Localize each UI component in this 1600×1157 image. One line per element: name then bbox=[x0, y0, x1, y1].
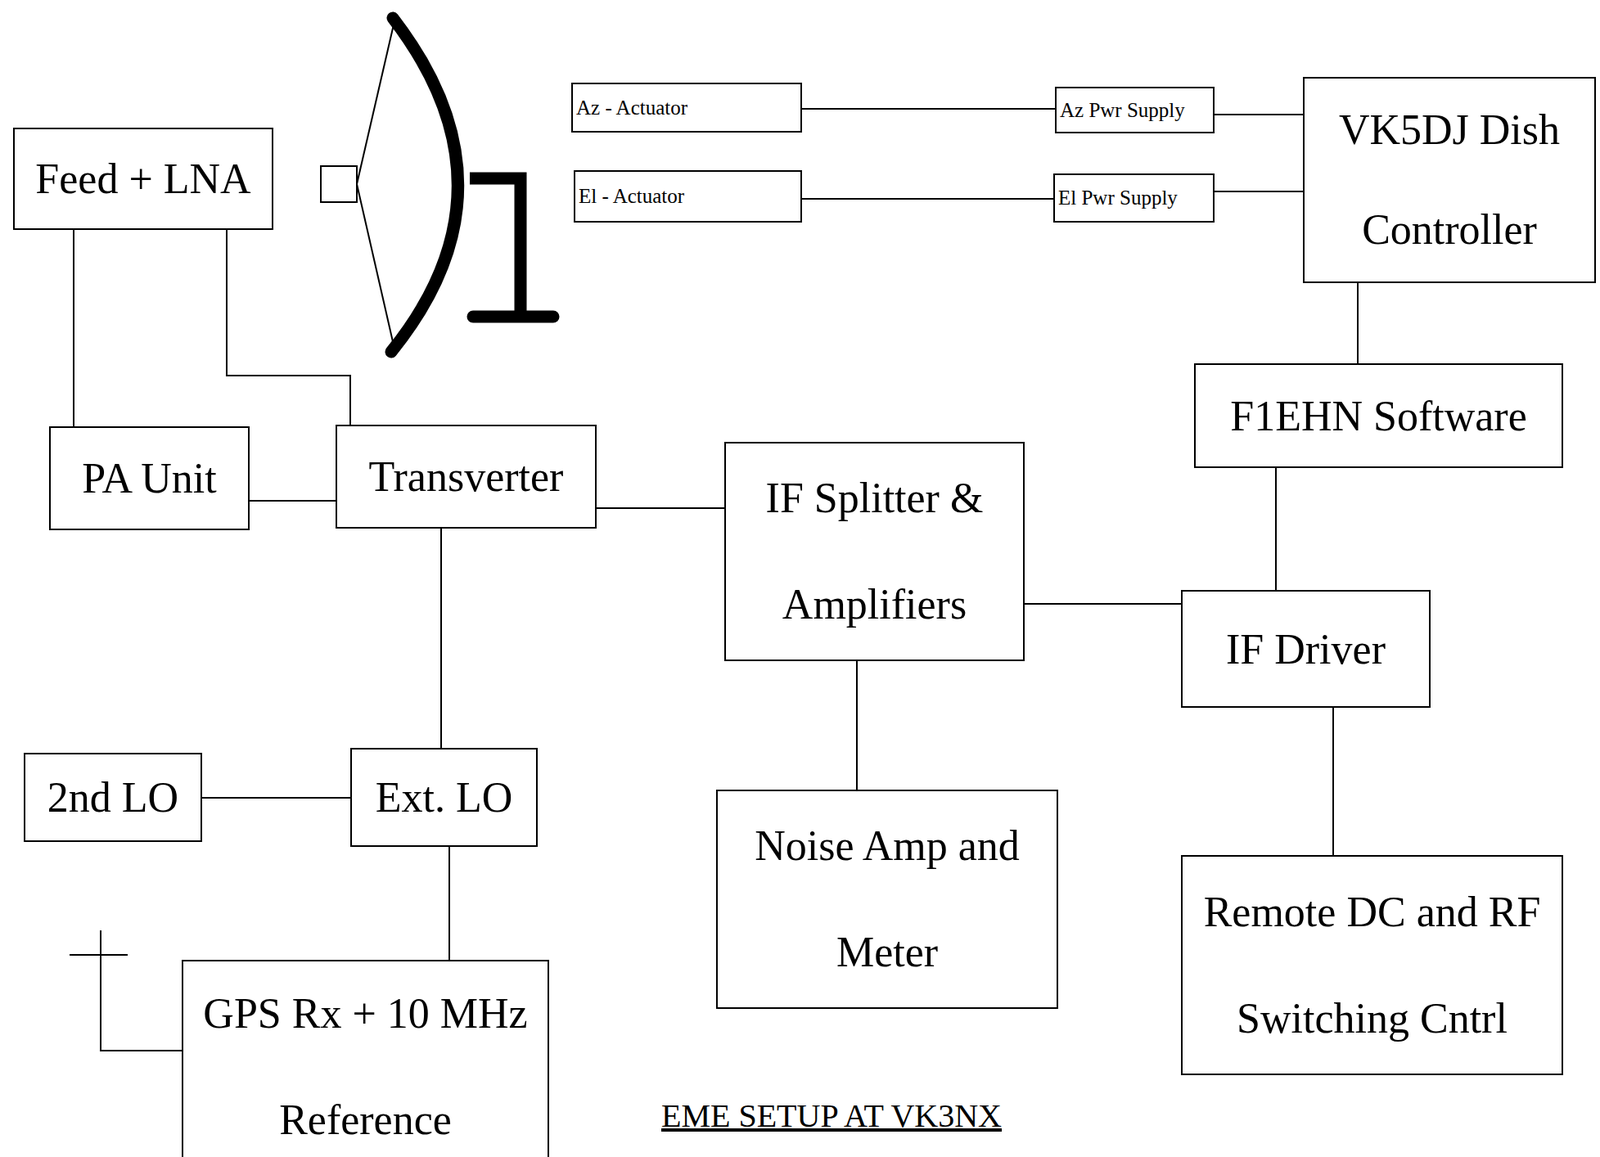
process-box: IF Driver bbox=[1180, 590, 1431, 708]
box-label: VK5DJ Dish Controller bbox=[1312, 80, 1587, 280]
connector-line bbox=[596, 507, 725, 510]
connector-line bbox=[440, 528, 442, 749]
process-box: Feed + LNA bbox=[13, 127, 274, 230]
box-label: IF Splitter & Amplifiers bbox=[734, 445, 1015, 659]
connector-line bbox=[1275, 468, 1277, 591]
box-label: Az Pwr Supply bbox=[1059, 99, 1186, 122]
box-label: F1EHN Software bbox=[1230, 392, 1528, 441]
connector-line bbox=[72, 229, 75, 427]
process-box: VK5DJ Dish Controller bbox=[1302, 76, 1596, 284]
dish-strut bbox=[356, 184, 394, 346]
box-label: Transverter bbox=[369, 452, 564, 501]
process-box: 2nd LO bbox=[23, 752, 203, 843]
process-box: Remote DC and RF Switching Cntrl bbox=[1180, 855, 1564, 1076]
process-box: GPS Rx + 10 MHz Reference bbox=[181, 960, 550, 1157]
connector-line bbox=[802, 198, 1054, 200]
box-label: 2nd LO bbox=[47, 773, 179, 822]
process-box: Az Pwr Supply bbox=[1054, 86, 1215, 134]
connector-line bbox=[202, 797, 351, 799]
connector-line bbox=[1214, 113, 1303, 116]
process-box: El - Actuator bbox=[573, 170, 803, 223]
process-box: Az - Actuator bbox=[571, 82, 803, 133]
connector-line bbox=[802, 108, 1055, 110]
box-label: Noise Amp and Meter bbox=[725, 793, 1049, 1006]
connector-line bbox=[249, 500, 336, 502]
process-box: IF Splitter & Amplifiers bbox=[724, 441, 1025, 662]
dish-mount bbox=[469, 178, 521, 317]
process-box: Noise Amp and Meter bbox=[716, 789, 1059, 1010]
box-label: PA Unit bbox=[81, 454, 217, 503]
connector-line bbox=[1332, 707, 1335, 856]
connector-line bbox=[448, 847, 451, 960]
dish-reflector bbox=[391, 18, 459, 352]
process-box: F1EHN Software bbox=[1194, 363, 1564, 469]
connector-line bbox=[1024, 603, 1181, 605]
connector-line bbox=[856, 661, 858, 790]
connector-line bbox=[1356, 283, 1359, 364]
dish-strut bbox=[356, 24, 394, 185]
box-label: GPS Rx + 10 MHz Reference bbox=[191, 960, 540, 1157]
box-label: El - Actuator bbox=[578, 184, 685, 208]
process-box: Ext. LO bbox=[350, 748, 538, 848]
box-label: IF Driver bbox=[1225, 625, 1386, 674]
dish-base bbox=[473, 310, 554, 324]
connector-line bbox=[1214, 190, 1303, 193]
connector-line bbox=[226, 229, 351, 425]
gps-antenna bbox=[69, 954, 128, 956]
diagram-caption: EME SETUP AT VK3NX bbox=[661, 1096, 1002, 1136]
box-label: Ext. LO bbox=[375, 773, 514, 822]
box-label: Feed + LNA bbox=[35, 154, 251, 203]
box-label: Remote DC and RF Switching Cntrl bbox=[1190, 859, 1554, 1073]
process-box: PA Unit bbox=[49, 426, 250, 531]
process-box: Transverter bbox=[335, 424, 597, 529]
process-box: El Pwr Supply bbox=[1053, 173, 1215, 223]
feed-symbol bbox=[320, 166, 357, 203]
box-label: Az - Actuator bbox=[576, 96, 688, 120]
gps-antenna-feedline bbox=[100, 930, 182, 1051]
box-label: El Pwr Supply bbox=[1058, 186, 1178, 210]
